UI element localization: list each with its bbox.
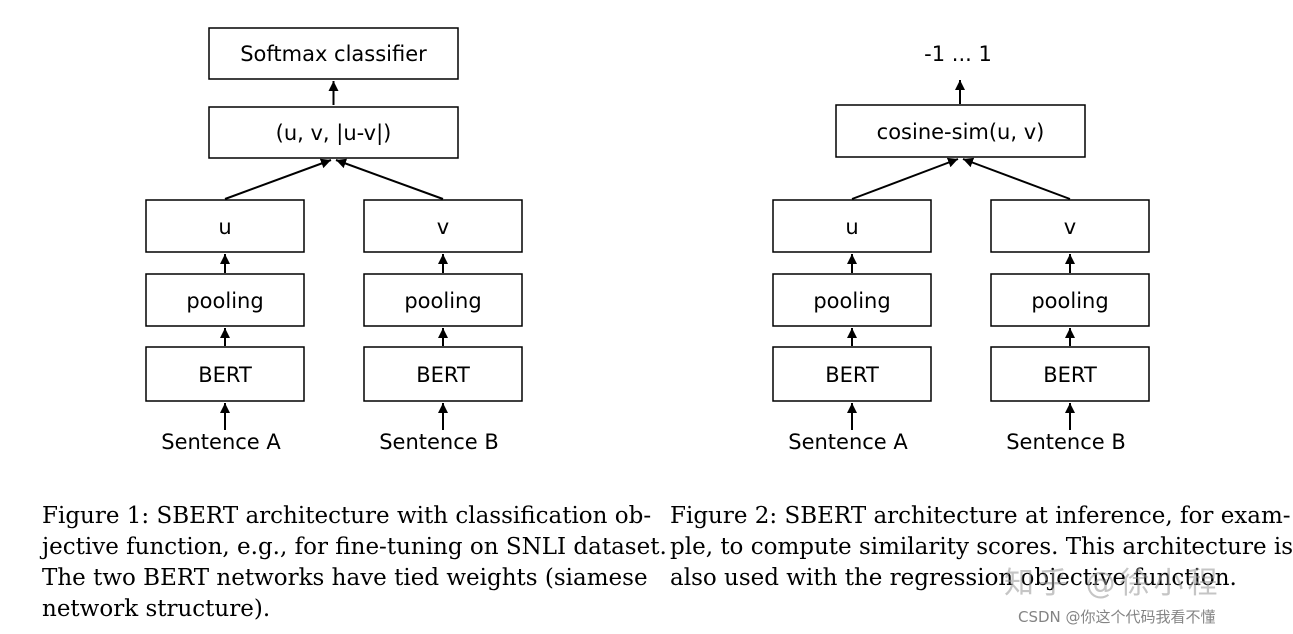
csdn-watermark: CSDN @你这个代码我看不懂 [1018, 608, 1216, 626]
figure-2: -1 ... 1 cosine-sim(u, v) u pooling BERT… [772, 42, 1150, 454]
diagram-canvas: Softmax classifier (u, v, |u-v|) u pooli… [145, 27, 1150, 454]
caption-1-line: The two BERT networks have tied weights … [42, 565, 648, 591]
output-range-label: -1 ... 1 [924, 42, 992, 66]
arrow-u-to-cosine [851, 157, 959, 200]
figure-1-caption: Figure 1: SBERT architecture with classi… [42, 501, 667, 625]
softmax-classifier-box: Softmax classifier [208, 27, 459, 80]
embedding-u-label-2: u [845, 215, 858, 239]
zhihu-watermark: 知乎 @徐小程 [1004, 566, 1222, 601]
bert-left-label: BERT [198, 363, 252, 387]
embedding-v-box: v [363, 199, 523, 253]
pooling-left-box-2: pooling [772, 273, 932, 327]
sbert-diagrams: Softmax classifier (u, v, |u-v|) u pooli… [145, 27, 1150, 454]
pooling-right-label: pooling [404, 289, 481, 313]
pooling-right-box: pooling [363, 273, 523, 327]
embedding-v-label-2: v [1064, 215, 1076, 239]
cosine-sim-box: cosine-sim(u, v) [835, 104, 1086, 158]
caption-1-line: Figure 1: SBERT architecture with classi… [42, 503, 652, 529]
bert-right-box-2: BERT [990, 346, 1150, 402]
pooling-left-label: pooling [186, 289, 263, 313]
caption-1-line: network structure). [42, 596, 271, 622]
caption-1-line: jective function, e.g., for fine-tuning … [42, 534, 667, 560]
sentence-a-label-2: Sentence A [788, 430, 908, 454]
bert-left-box-2: BERT [772, 346, 932, 402]
bert-right-label: BERT [416, 363, 470, 387]
arrow-u-to-concat [224, 158, 332, 200]
caption-2-line: Figure 2: SBERT architecture at inferenc… [670, 503, 1291, 529]
embedding-u-box: u [145, 199, 305, 253]
pooling-left-label-2: pooling [813, 289, 890, 313]
bert-right-label-2: BERT [1043, 363, 1097, 387]
arrow-v-to-cosine [962, 157, 1071, 200]
bert-left-box: BERT [145, 346, 305, 402]
arrow-v-to-concat [335, 158, 444, 200]
sentence-b-label-2: Sentence B [1006, 430, 1126, 454]
caption-2-line: ple, to compute similarity scores. This … [670, 534, 1293, 560]
sentence-a-label: Sentence A [161, 430, 281, 454]
bert-right-box: BERT [363, 346, 523, 402]
concat-box: (u, v, |u-v|) [208, 106, 459, 159]
embedding-u-box-2: u [772, 199, 932, 253]
embedding-u-label: u [218, 215, 231, 239]
softmax-classifier-label: Softmax classifier [240, 42, 427, 66]
sentence-b-label: Sentence B [379, 430, 499, 454]
bert-left-label-2: BERT [825, 363, 879, 387]
embedding-v-label: v [437, 215, 449, 239]
embedding-v-box-2: v [990, 199, 1150, 253]
pooling-right-label-2: pooling [1031, 289, 1108, 313]
pooling-right-box-2: pooling [990, 273, 1150, 327]
caption-2-line: also used with the regression objective … [670, 565, 1237, 591]
figure-2-caption: Figure 2: SBERT architecture at inferenc… [670, 501, 1293, 594]
concat-label: (u, v, |u-v|) [276, 121, 392, 146]
figure-1: Softmax classifier (u, v, |u-v|) u pooli… [145, 27, 523, 454]
pooling-left-box: pooling [145, 273, 305, 327]
cosine-sim-label: cosine-sim(u, v) [877, 120, 1045, 144]
